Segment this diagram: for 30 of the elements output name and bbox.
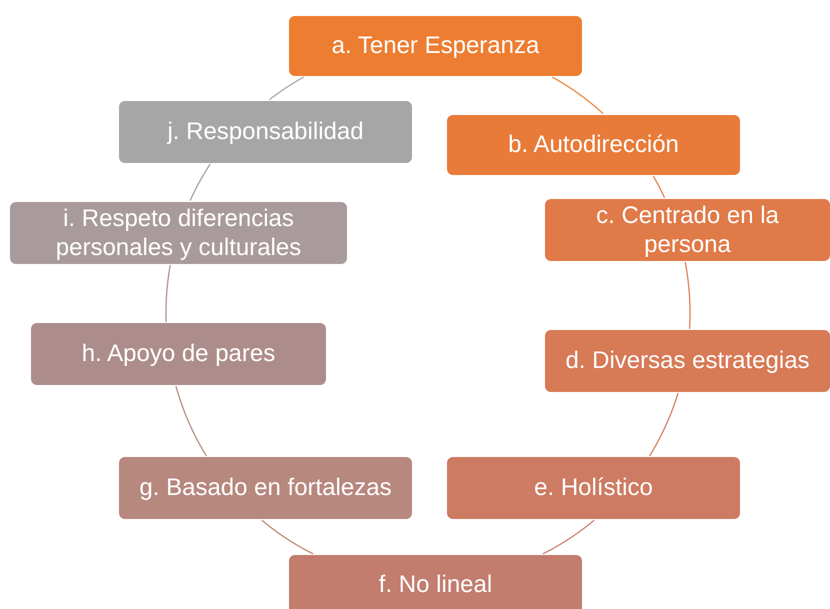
connector-arc — [542, 520, 595, 554]
box-label: a. Tener Esperanza — [332, 31, 540, 61]
box-label: b. Autodirección — [508, 130, 679, 160]
connector-arc — [684, 262, 691, 330]
process-box — [447, 457, 740, 519]
process-box — [545, 330, 830, 392]
connector-arc — [552, 76, 604, 114]
process-box — [119, 101, 412, 163]
connector-arc — [175, 386, 207, 456]
process-box — [545, 199, 830, 261]
box-label: i. Respeto diferencias personales y culturales — [54, 204, 302, 262]
box-label: c. Centrado en la persona — [595, 200, 780, 260]
process-box — [10, 202, 347, 264]
connector-arc — [190, 164, 211, 201]
process-box — [447, 115, 740, 175]
box-label: j. Responsabilidad — [167, 117, 364, 147]
connector-arc — [649, 392, 679, 456]
connector-arc — [165, 264, 171, 322]
process-box — [119, 457, 412, 519]
box-label: g. Basado en fortalezas — [139, 473, 392, 503]
connector-arc — [269, 76, 304, 100]
process-box — [289, 16, 582, 76]
box-label: h. Apoyo de pares — [82, 339, 276, 369]
connector-arc — [652, 176, 666, 198]
connector-arc — [262, 520, 314, 554]
process-box — [289, 555, 582, 609]
box-label: e. Holístico — [534, 473, 653, 503]
box-label: f. No lineal — [378, 570, 492, 600]
box-label: d. Diversas estrategias — [565, 346, 810, 376]
process-box — [31, 323, 326, 385]
